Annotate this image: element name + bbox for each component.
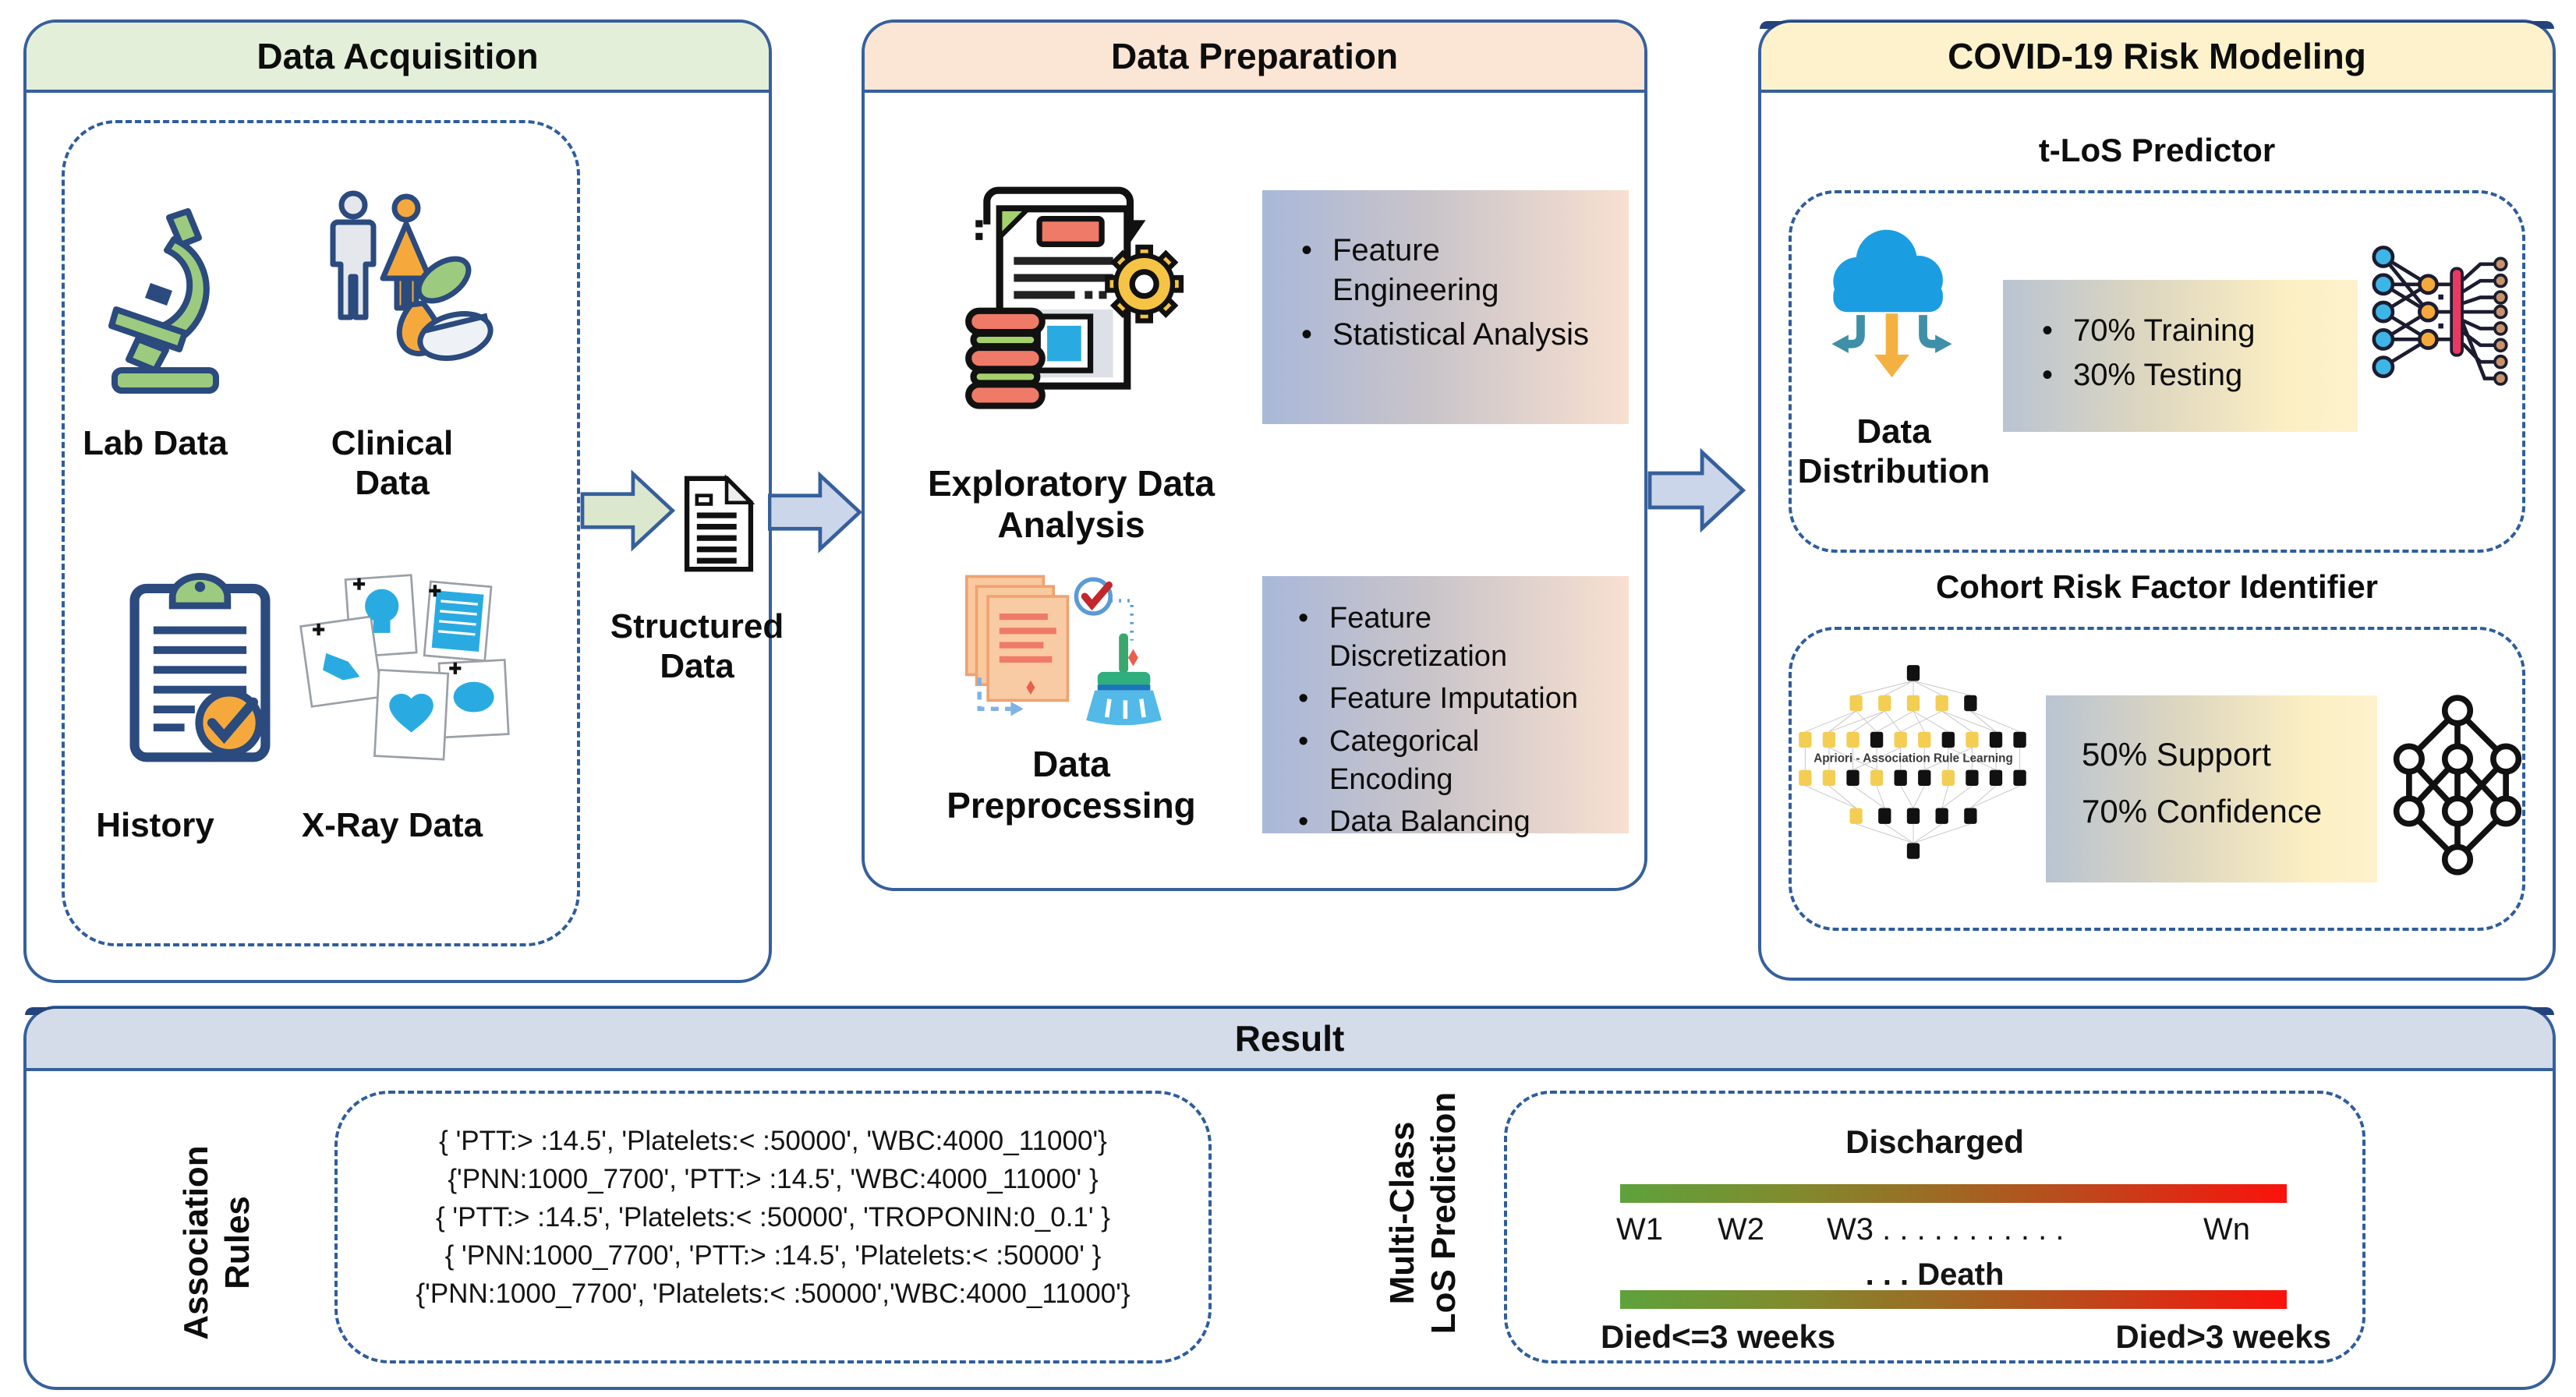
apriori-lattice-icon: Apriori - Association Rule Learning [1799, 665, 2026, 859]
tlos-bullet: 30% Testing [2026, 355, 2353, 395]
preprocessing-label: Data Preprocessing [947, 744, 1196, 826]
clinical-data-icon [330, 190, 494, 361]
tlos-bullets-box: 70% Training 30% Testing [2003, 280, 2358, 432]
rule-line: {'PNN:1000_7700', 'Platelets:< :50000','… [416, 1279, 1131, 1309]
acquisition-sources-box [62, 120, 580, 946]
week-label: Wn [2203, 1212, 2250, 1247]
exploratory-data-analysis-icon [965, 186, 1184, 409]
arrow-acquisition-to-preparation [768, 471, 863, 553]
panel-title-acquisition: Data Acquisition [27, 23, 769, 93]
preprocessing-bullets: Feature Discretization Feature Imputatio… [1283, 599, 1624, 841]
graph-network-icon [2393, 695, 2522, 875]
panel-risk-modeling: COVID-19 Risk Modeling t-LoS Predictor D… [1758, 19, 2556, 981]
cohort-values-box: 50% Support 70% Confidence [2046, 695, 2377, 882]
xray-data-icon [299, 574, 510, 761]
history-label: History [96, 806, 214, 844]
rule-line: { 'PTT:> :14.5', 'Platelets:< :50000', '… [439, 1126, 1107, 1156]
cohort-line: 50% Support [2082, 736, 2271, 773]
panel-title-preparation: Data Preparation [865, 23, 1644, 93]
death-label: . . . Death [1865, 1257, 2005, 1292]
rule-line: { 'PNN:1000_7700', 'PTT:> :14.5', 'Plate… [444, 1240, 1102, 1271]
cohort-lines: 50% Support 70% Confidence [2074, 728, 2377, 837]
preprocessing-bullet: Data Balancing [1283, 803, 1624, 841]
association-rules-label: Association Rules [177, 1145, 257, 1340]
cohort-line: 70% Confidence [2082, 793, 2323, 830]
eda-bullet: Statistical Analysis [1286, 315, 1621, 355]
multiclass-los-box: Discharged W1 W2 W3 . . . . . . . . . . … [1504, 1091, 2365, 1363]
cohort-box [1789, 627, 2525, 931]
preprocessing-bullet: Categorical Encoding [1283, 723, 1624, 798]
tlos-bullets: 70% Training 30% Testing [2026, 311, 2353, 396]
preprocessing-bullet: Feature Imputation [1283, 680, 1624, 718]
rule-line: {'PNN:1000_7700', 'PTT:> :14.5', 'WBC:40… [448, 1164, 1099, 1194]
lab-data-label: Lab Data [83, 424, 228, 462]
association-rules-box: { 'PTT:> :14.5', 'Platelets:< :50000', '… [334, 1091, 1212, 1363]
rule-line: { 'PTT:> :14.5', 'Platelets:< :50000', '… [436, 1202, 1110, 1233]
died-early-label: Died<=3 weeks [1601, 1318, 1836, 1355]
panel-title-modeling: COVID-19 Risk Modeling [1761, 23, 2553, 93]
discharged-gradient-bar [1620, 1184, 2287, 1203]
microscope-icon [108, 208, 219, 394]
preprocessing-bullets-box: Feature Discretization Feature Imputatio… [1262, 576, 1629, 840]
week-label: W2 [1718, 1212, 1764, 1247]
cloud-download-icon [1831, 229, 1952, 378]
cohort-subtitle: Cohort Risk Factor Identifier [1935, 568, 2379, 605]
structured-data-icon [684, 474, 755, 572]
tlos-bullet: 70% Training [2026, 311, 2353, 351]
data-preprocessing-icon [964, 575, 1162, 726]
tlos-box [1789, 190, 2525, 553]
eda-bullets-box: Feature Engineering Statistical Analysis [1262, 190, 1629, 424]
xray-data-label: X-Ray Data [301, 806, 483, 844]
clinical-data-label: Clinical Data [331, 424, 454, 502]
panel-data-acquisition: Data Acquisition Lab Data [23, 19, 784, 983]
arrow-preparation-to-modeling [1647, 447, 1746, 533]
data-distribution-label: Data Distribution [1797, 412, 1990, 490]
apriori-caption: Apriori - Association Rule Learning [1813, 752, 2013, 765]
history-icon [129, 573, 271, 762]
week-label: W1 [1616, 1212, 1663, 1247]
death-gradient-bar [1620, 1290, 2287, 1309]
preprocessing-bullet: Feature Discretization [1283, 599, 1624, 675]
panel-data-preparation: Data Preparation [862, 19, 1647, 891]
discharged-label: Discharged [1845, 1123, 2024, 1160]
eda-label: Exploratory Data Analysis [927, 463, 1215, 545]
panel-result: Result Association Rules { 'PTT:> :14.5'… [23, 1006, 2556, 1390]
neural-network-icon [2372, 246, 2508, 386]
panel-title-result: Result [27, 1009, 2553, 1071]
tlos-subtitle: t-LoS Predictor [2038, 132, 2276, 168]
eda-bullet: Feature Engineering [1286, 231, 1621, 310]
structured-data-label: Structured Data [610, 607, 784, 685]
died-late-label: Died>3 weeks [2115, 1318, 2331, 1355]
eda-bullets: Feature Engineering Statistical Analysis [1286, 231, 1621, 355]
multiclass-los-label: Multi-Class LoS Prediction [1383, 1091, 1463, 1335]
arrow-to-structured-data [580, 469, 676, 552]
week-label: W3 . . . . . . . . . . . [1827, 1212, 2065, 1247]
